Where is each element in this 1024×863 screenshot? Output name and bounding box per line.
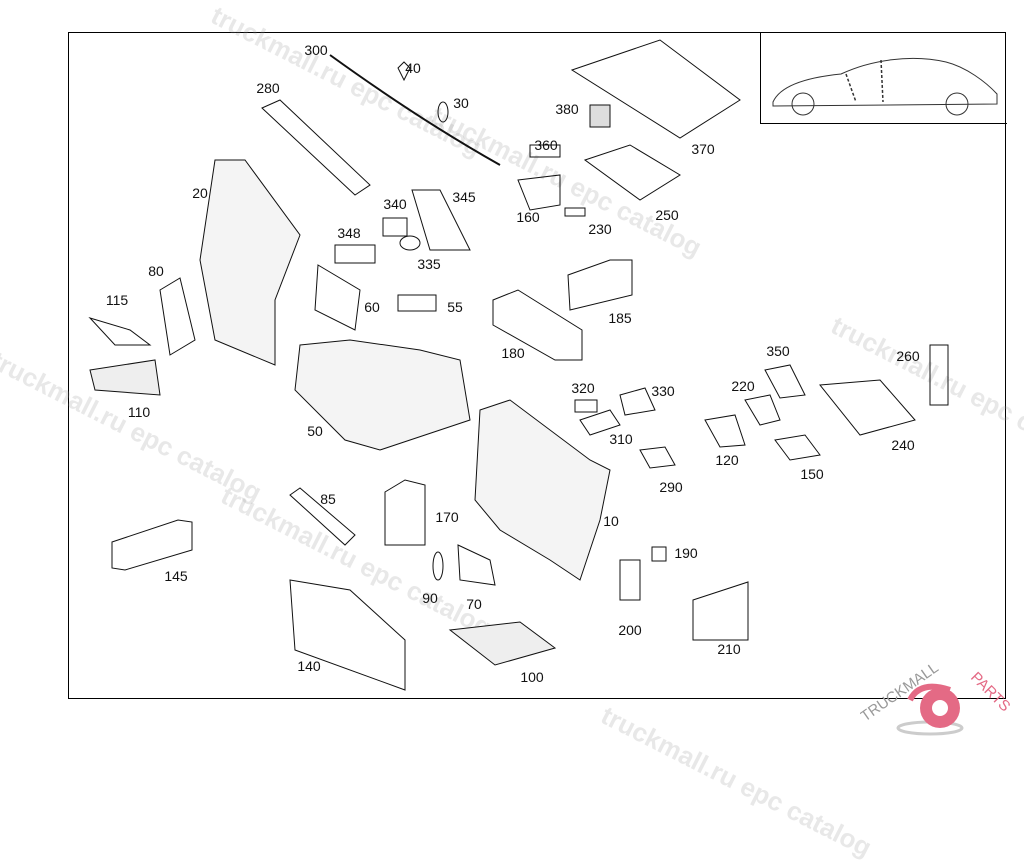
label-320: 320 bbox=[571, 380, 595, 396]
label-115: 115 bbox=[105, 292, 129, 308]
part-348 bbox=[334, 244, 376, 264]
svg-text:PARTS: PARTS bbox=[967, 669, 1013, 715]
label-100: 100 bbox=[520, 669, 544, 685]
truckmallparts-logo: TRUCKMALL PARTS bbox=[860, 660, 1014, 736]
label-140: 140 bbox=[297, 658, 321, 674]
label-145: 145 bbox=[164, 568, 188, 584]
label-280: 280 bbox=[256, 80, 280, 96]
label-310: 310 bbox=[609, 431, 633, 447]
vehicle-inset bbox=[760, 32, 1007, 124]
part-170 bbox=[384, 479, 426, 546]
label-190: 190 bbox=[674, 545, 698, 561]
label-160: 160 bbox=[516, 209, 540, 225]
diagram-frame bbox=[68, 32, 1006, 699]
car-silhouette-icon bbox=[772, 57, 998, 116]
part-280 bbox=[261, 99, 371, 196]
label-80: 80 bbox=[148, 263, 164, 279]
part-70 bbox=[457, 544, 496, 586]
label-350: 350 bbox=[766, 343, 790, 359]
part-55 bbox=[397, 294, 437, 312]
part-345 bbox=[411, 189, 471, 251]
label-20: 20 bbox=[192, 185, 208, 201]
part-180 bbox=[492, 289, 583, 361]
part-120 bbox=[704, 414, 746, 448]
part-185 bbox=[567, 259, 633, 311]
label-90: 90 bbox=[422, 590, 438, 606]
part-80 bbox=[159, 277, 196, 356]
label-110: 110 bbox=[127, 404, 151, 420]
part-310 bbox=[579, 409, 621, 436]
label-330: 330 bbox=[651, 383, 675, 399]
part-240 bbox=[819, 379, 916, 436]
part-300 bbox=[329, 54, 501, 166]
label-220: 220 bbox=[731, 378, 755, 394]
label-230: 230 bbox=[588, 221, 612, 237]
label-260: 260 bbox=[896, 348, 920, 364]
label-55: 55 bbox=[447, 299, 463, 315]
part-230 bbox=[564, 207, 586, 217]
part-210 bbox=[692, 581, 749, 641]
part-250 bbox=[583, 144, 681, 201]
part-85 bbox=[289, 487, 356, 546]
label-250: 250 bbox=[655, 207, 679, 223]
part-140 bbox=[289, 579, 406, 691]
label-240: 240 bbox=[891, 437, 915, 453]
part-190 bbox=[651, 546, 667, 562]
parts-drawing bbox=[88, 39, 949, 691]
part-110 bbox=[89, 359, 161, 396]
part-330 bbox=[619, 387, 656, 416]
part-115 bbox=[88, 316, 152, 346]
part-145 bbox=[111, 519, 193, 571]
part-60 bbox=[314, 264, 361, 331]
part-150 bbox=[774, 434, 821, 461]
part-30 bbox=[437, 101, 449, 123]
label-150: 150 bbox=[800, 466, 824, 482]
part-380 bbox=[589, 104, 611, 128]
part-100 bbox=[448, 621, 557, 666]
part-350 bbox=[764, 364, 806, 399]
label-348: 348 bbox=[337, 225, 361, 241]
part-200 bbox=[619, 559, 641, 601]
label-345: 345 bbox=[452, 189, 476, 205]
part-335 bbox=[399, 235, 421, 251]
label-200: 200 bbox=[618, 622, 642, 638]
part-160 bbox=[517, 174, 561, 211]
label-120: 120 bbox=[715, 452, 739, 468]
part-260 bbox=[929, 344, 949, 406]
part-220 bbox=[744, 394, 781, 426]
part-10 bbox=[474, 399, 611, 581]
label-380: 380 bbox=[555, 101, 579, 117]
part-340 bbox=[382, 217, 408, 237]
label-85: 85 bbox=[320, 491, 336, 507]
part-40 bbox=[397, 61, 411, 82]
part-320 bbox=[574, 399, 598, 413]
label-60: 60 bbox=[364, 299, 380, 315]
label-50: 50 bbox=[307, 423, 323, 439]
part-50 bbox=[294, 339, 471, 451]
part-360 bbox=[529, 144, 561, 158]
label-340: 340 bbox=[383, 196, 407, 212]
label-210: 210 bbox=[717, 641, 741, 657]
label-10: 10 bbox=[603, 513, 619, 529]
label-185: 185 bbox=[608, 310, 632, 326]
label-290: 290 bbox=[659, 479, 683, 495]
part-90 bbox=[432, 551, 444, 581]
part-20 bbox=[199, 159, 301, 366]
label-360: 360 bbox=[534, 137, 558, 153]
label-370: 370 bbox=[691, 141, 715, 157]
label-335: 335 bbox=[417, 256, 441, 272]
label-170: 170 bbox=[435, 509, 459, 525]
part-370 bbox=[570, 39, 741, 139]
label-40: 40 bbox=[405, 60, 421, 76]
part-290 bbox=[639, 446, 676, 469]
label-30: 30 bbox=[453, 95, 469, 111]
label-70: 70 bbox=[466, 596, 482, 612]
label-180: 180 bbox=[501, 345, 525, 361]
label-300: 300 bbox=[304, 42, 328, 58]
